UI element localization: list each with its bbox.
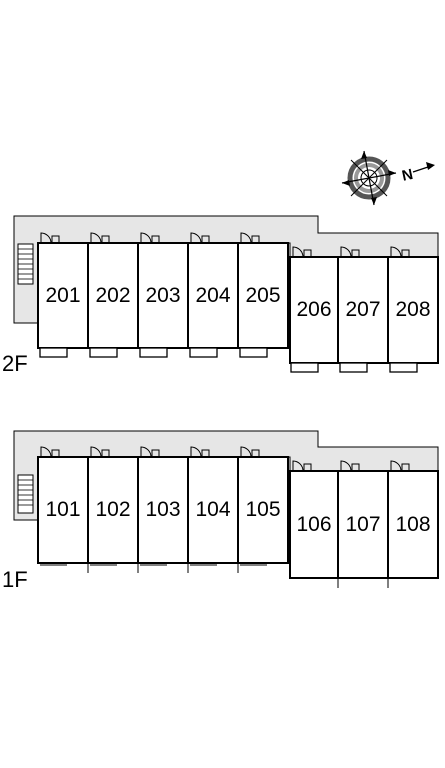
stairs-1f [17, 474, 34, 514]
compass-north-letter: N [400, 166, 414, 185]
unit-104 [187, 456, 239, 564]
doors-2f [40, 232, 410, 258]
unit-203 [137, 242, 189, 349]
unit-108 [387, 470, 439, 579]
unit-label-203: 203 [145, 284, 180, 307]
windows-1f [40, 563, 389, 588]
unit-label-105: 105 [245, 498, 280, 521]
unit-label-207: 207 [345, 298, 380, 321]
unit-label-205: 205 [245, 284, 280, 307]
unit-label-108: 108 [395, 513, 430, 536]
stairs-2f [17, 243, 34, 285]
unit-105 [237, 456, 289, 564]
unit-label-102: 102 [95, 498, 130, 521]
unit-label-208: 208 [395, 298, 430, 321]
unit-label-107: 107 [345, 513, 380, 536]
unit-label-206: 206 [296, 298, 331, 321]
doors-1f [40, 446, 410, 472]
balconies-2f [39, 347, 418, 373]
floor-label-2f: 2F [2, 351, 28, 376]
compass-rose-icon: N [341, 150, 435, 206]
unit-201 [37, 242, 89, 349]
floor-2f: 201 202 203 204 205 206 207 208 2F [2, 215, 439, 376]
unit-106 [289, 470, 339, 579]
unit-label-103: 103 [145, 498, 180, 521]
unit-207 [337, 256, 389, 364]
unit-205 [237, 242, 289, 349]
unit-label-106: 106 [296, 513, 331, 536]
unit-label-101: 101 [45, 498, 80, 521]
unit-101 [37, 456, 89, 564]
floor-1f: 101 102 103 104 105 106 107 108 1F [2, 430, 439, 592]
unit-208 [387, 256, 439, 364]
unit-107 [337, 470, 389, 579]
unit-label-104: 104 [195, 498, 230, 521]
unit-label-204: 204 [195, 284, 230, 307]
unit-label-201: 201 [45, 284, 80, 307]
unit-label-202: 202 [95, 284, 130, 307]
floor-label-1f: 1F [2, 567, 28, 592]
